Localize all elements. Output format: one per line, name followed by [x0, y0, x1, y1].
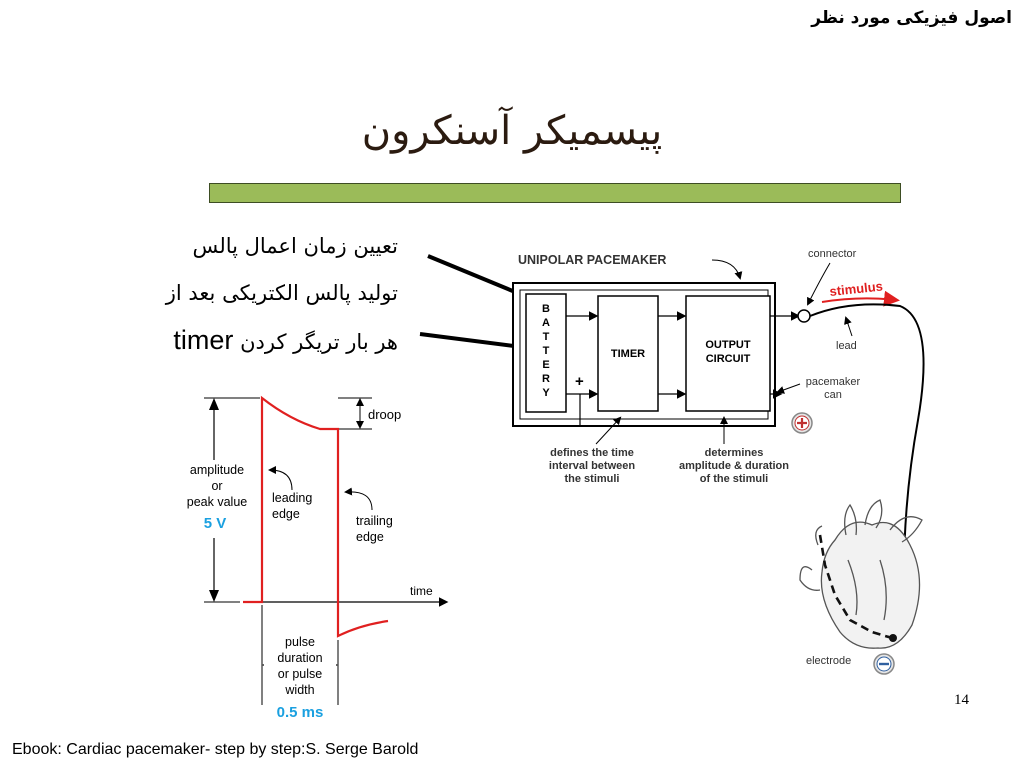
pacemaker-title: UNIPOLAR PACEMAKER	[518, 253, 666, 267]
can-pointer	[776, 383, 801, 394]
connector-circle	[797, 309, 811, 323]
battery-letter-t1: T	[543, 331, 550, 343]
trailing-edge-pointer	[344, 487, 373, 511]
amplitude-label-3: peak value	[187, 495, 248, 509]
droop-arrow-top	[356, 398, 364, 406]
output-caption-3: of the stimuli	[700, 473, 768, 485]
bullet-line-3-text: هر بار تریگر کردن	[240, 330, 398, 354]
pacemaker-can-label-2: can	[824, 389, 842, 401]
output-circuit-block	[685, 295, 771, 412]
battery-letter-a: A	[542, 317, 550, 329]
timer-caption-pointer	[595, 416, 622, 445]
trailing-edge-label-2: edge	[356, 530, 384, 544]
bullet-line-1: تعیین زمان اعمال پالس	[192, 234, 398, 258]
droop-arrow-bottom	[356, 421, 364, 429]
battery-letter-y: Y	[542, 387, 550, 399]
title-pointer	[711, 259, 743, 280]
amplitude-arrow-bottom	[209, 590, 219, 602]
electrode-label: electrode	[806, 655, 851, 667]
output-caption-1: determines	[705, 447, 764, 459]
timer-caption-3: the stimuli	[564, 473, 619, 485]
droop-label: droop	[368, 407, 401, 422]
duration-label-4: width	[284, 683, 314, 697]
battery-letter-t2: T	[543, 345, 550, 357]
pacemaker-block-diagram: UNIPOLAR PACEMAKER B A T T E R Y TIMER O…	[512, 248, 925, 675]
timer-block	[597, 295, 659, 412]
duration-label-3: or pulse	[278, 667, 323, 681]
duration-label-1: pulse	[285, 635, 315, 649]
output-caption-2: amplitude & duration	[679, 460, 789, 472]
pulse-waveform-diagram: time amplitude or peak value 5 V droop l…	[178, 395, 449, 721]
pulse-waveform	[243, 395, 389, 638]
connector-label: connector	[808, 248, 857, 260]
battery-letter-b: B	[542, 303, 550, 315]
leading-edge-pointer	[268, 466, 293, 491]
heart-icon	[799, 499, 923, 649]
duration-label-2: duration	[277, 651, 322, 665]
duration-value: 0.5 ms	[277, 704, 324, 721]
stimulus-label: stimulus	[829, 278, 884, 299]
bullet-line-2: تولید پالس الکتریکی بعد از	[165, 281, 398, 305]
amplitude-value: 5 V	[204, 515, 227, 532]
output-circuit-label-2: CIRCUIT	[706, 353, 751, 365]
battery-letter-e: E	[542, 359, 549, 371]
lead-label: lead	[836, 340, 857, 352]
title-divider-bar	[209, 183, 901, 203]
trailing-edge-label-1: trailing	[356, 514, 393, 528]
lead-pointer	[844, 316, 853, 337]
battery-letter-r: R	[542, 373, 550, 385]
timer-caption-1: defines the time	[550, 447, 634, 459]
battery-block	[525, 293, 567, 413]
leading-edge-label-2: edge	[272, 507, 300, 521]
connector-pointer	[807, 262, 831, 306]
battery-plus-sign: +	[575, 373, 584, 390]
output-circuit-label-1: OUTPUT	[705, 339, 751, 351]
bullet-line-3-english: timer	[173, 325, 234, 355]
plus-icon	[797, 418, 807, 428]
header-text: اصول فیزیکی مورد نظر	[811, 8, 1012, 28]
slide-title: پیسمیکر آسنکرون	[361, 108, 663, 154]
time-label: time	[410, 584, 433, 598]
amplitude-label-2: or	[211, 479, 222, 493]
electrode-tip	[889, 634, 897, 642]
timer-caption-2: interval between	[549, 460, 635, 472]
amplitude-arrow-top	[209, 398, 219, 410]
lead-in-heart	[818, 534, 893, 640]
page-number: 14	[954, 692, 969, 708]
leading-edge-label-1: leading	[272, 491, 312, 505]
bullet-line-3: هر بار تریگر کردن timer	[173, 325, 398, 356]
pacemaker-can-label-1: pacemaker	[806, 376, 861, 388]
stimulus-arrow	[821, 290, 900, 307]
source-caption: Ebook: Cardiac pacemaker- step by step:S…	[12, 741, 419, 758]
amplitude-label-1: amplitude	[190, 463, 244, 477]
timer-label: TIMER	[611, 348, 645, 360]
